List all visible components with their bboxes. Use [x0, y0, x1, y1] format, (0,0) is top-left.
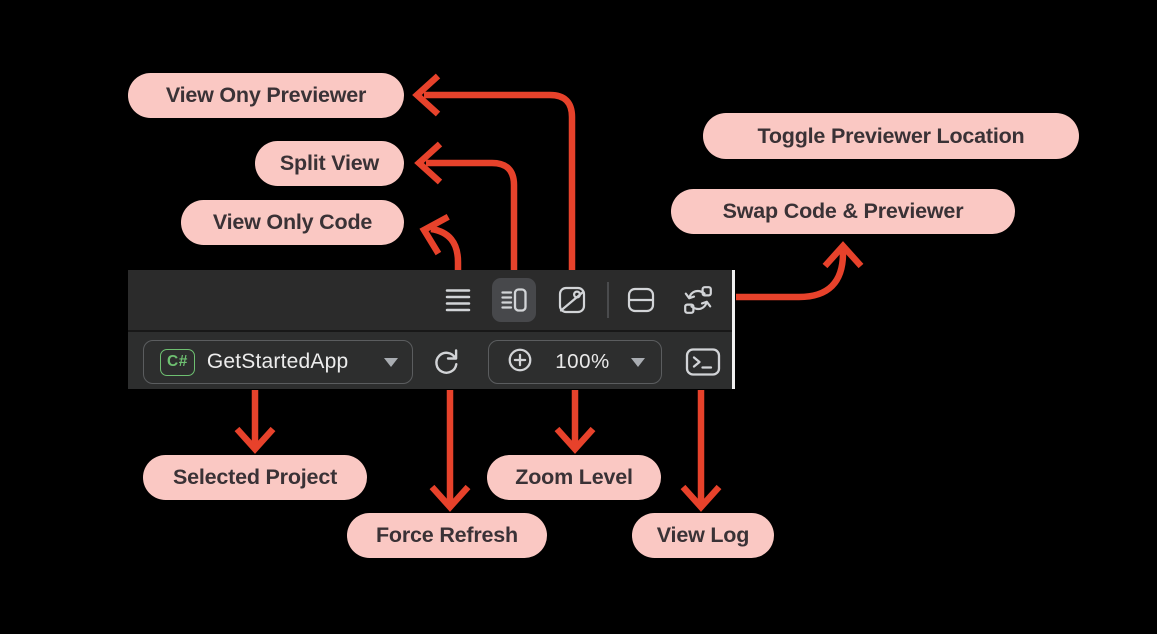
- callout-view-log: View Log: [632, 513, 774, 558]
- split-view-icon: [500, 286, 528, 314]
- zoom-level-control[interactable]: 100%: [488, 340, 662, 384]
- csharp-badge: C#: [160, 348, 195, 376]
- swap-arrows-icon: [684, 286, 712, 314]
- swap-code-previewer-button[interactable]: [676, 278, 720, 322]
- arrow-to-swap-code-previewer: [736, 241, 864, 301]
- arrow-to-force-refresh: [429, 390, 471, 512]
- terminal-icon: [685, 347, 721, 377]
- view-only-previewer-button[interactable]: [550, 278, 594, 322]
- arrow-to-view-only-code: [419, 213, 462, 270]
- callout-selected-project: Selected Project: [143, 455, 367, 500]
- split-view-button[interactable]: [492, 278, 536, 322]
- callout-toggle-previewer-location: Toggle Previewer Location: [703, 113, 1079, 159]
- image-icon: [558, 286, 586, 314]
- toolbar-row-view-controls: [128, 270, 732, 330]
- horizontal-split-icon: [627, 286, 655, 314]
- chevron-down-icon: [631, 357, 645, 367]
- window-edge: [732, 270, 735, 389]
- arrow-to-zoom-level: [554, 390, 596, 454]
- plus-circle-icon: [506, 346, 534, 379]
- view-only-code-button[interactable]: [436, 278, 480, 322]
- arrow-to-view-only-previewer: [412, 73, 576, 270]
- arrow-to-split-view: [414, 141, 518, 270]
- callout-view-only-previewer: View Ony Previewer: [128, 73, 404, 118]
- preview-toolbar: C# GetStartedApp: [128, 270, 735, 389]
- toggle-previewer-location-button[interactable]: [619, 278, 663, 322]
- callout-split-view: Split View: [255, 141, 404, 186]
- zoom-value: 100%: [555, 350, 610, 373]
- callout-force-refresh: Force Refresh: [347, 513, 547, 558]
- toolbar-row-project-controls: C# GetStartedApp: [128, 330, 732, 389]
- callout-zoom-level: Zoom Level: [487, 455, 661, 500]
- force-refresh-button[interactable]: [424, 340, 468, 384]
- list-lines-icon: [444, 286, 472, 314]
- toolbar-divider: [607, 282, 609, 318]
- arrow-to-selected-project: [234, 390, 276, 454]
- callout-swap-code-previewer: Swap Code & Previewer: [671, 189, 1015, 234]
- refresh-icon: [431, 347, 461, 377]
- view-log-button[interactable]: [681, 340, 725, 384]
- arrow-to-view-log: [680, 390, 722, 512]
- callout-view-only-code: View Only Code: [181, 200, 404, 245]
- project-selector[interactable]: C# GetStartedApp: [143, 340, 413, 384]
- chevron-down-icon: [384, 357, 398, 367]
- project-name: GetStartedApp: [206, 350, 349, 373]
